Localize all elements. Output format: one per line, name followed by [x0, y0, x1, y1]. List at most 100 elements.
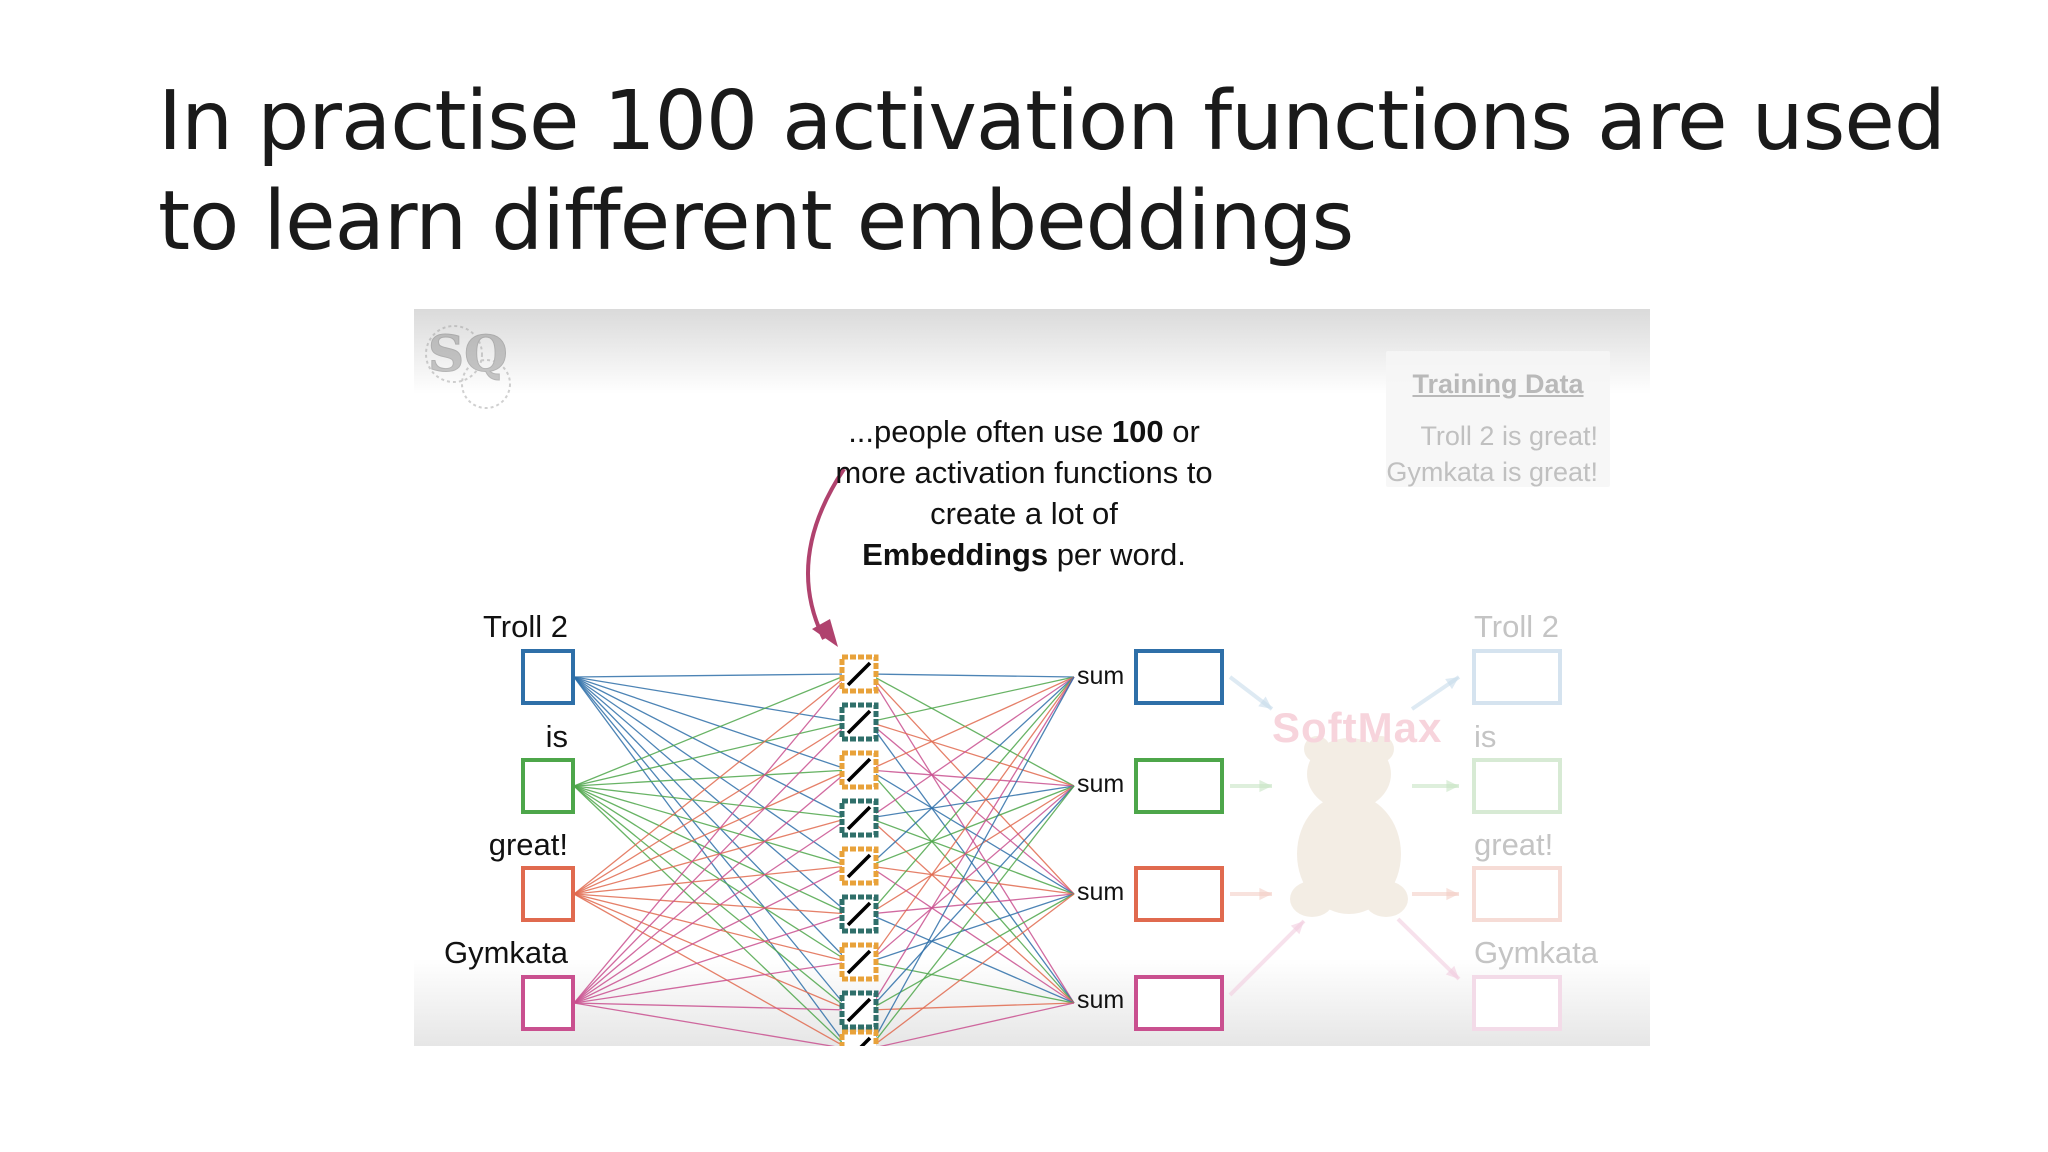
edge-in-1-act-0 — [573, 673, 850, 787]
edge-act-4-sum-0 — [868, 676, 1075, 867]
activation-symbol-1 — [846, 661, 872, 687]
sum-label-4: sum — [1077, 986, 1125, 1014]
sum-box-4 — [1134, 975, 1224, 1031]
sum-label-1: sum — [1077, 662, 1125, 690]
output-label-gymkata: Gymkata — [1474, 935, 1599, 970]
softmax-out-arrow-3-head — [1446, 887, 1459, 901]
edge-in-2-act-1 — [573, 721, 850, 895]
edge-in-3-act-5 — [573, 913, 850, 1004]
input-node-4 — [521, 975, 575, 1031]
edge-in-0-act-7 — [573, 676, 850, 1011]
activation-symbol-3 — [846, 757, 872, 783]
edge-in-0-act-2 — [573, 676, 850, 771]
edge-in-0-act-6 — [573, 676, 850, 963]
edge-in-0-act-4 — [573, 676, 850, 867]
softmax-label: SoftMax — [1272, 704, 1443, 751]
output-box-3 — [1472, 866, 1562, 922]
edge-in-3-act-4 — [573, 865, 850, 1004]
callout-part-1: ...people often use — [848, 414, 1112, 449]
edge-act-3-sum-0 — [868, 676, 1075, 819]
edge-act-8-sum-1 — [870, 785, 1075, 1046]
activation-symbol-9 — [859, 1036, 872, 1046]
edge-in-2-act-4 — [573, 865, 850, 895]
edge-in-1-act-6 — [573, 785, 850, 963]
input-node-2 — [521, 758, 575, 814]
edge-act-5-sum-3 — [868, 913, 1075, 1004]
edge-act-4-sum-1 — [868, 785, 1075, 867]
title-line-1: In practise 100 activation functions are… — [158, 74, 1946, 169]
edge-act-1-sum-1 — [868, 721, 1075, 787]
edge-act-5-sum-2 — [868, 893, 1075, 915]
activation-symbol-4 — [846, 805, 872, 831]
edge-in-0-act-5 — [573, 676, 850, 915]
slide-title: In practise 100 activation functions are… — [158, 72, 1958, 272]
input-label-great: great! — [488, 827, 568, 862]
teddy-bear-part-3 — [1290, 881, 1334, 917]
sum-box-2 — [1134, 758, 1224, 814]
edge-act-5-sum-0 — [868, 676, 1075, 915]
edge-act-5-sum-1 — [868, 785, 1075, 915]
callout-bold-embeddings: Embeddings — [862, 537, 1049, 572]
edge-act-7-sum-3 — [868, 1002, 1075, 1011]
edge-act-6-sum-1 — [868, 785, 1075, 963]
edge-in-3-act-3 — [573, 817, 850, 1004]
edge-act-0-sum-3 — [868, 673, 1075, 1004]
callout-bold-100: 100 — [1111, 414, 1164, 449]
edge-act-6-sum-0 — [868, 676, 1075, 963]
teddy-bear-part-5 — [1304, 736, 1330, 762]
input-label-gymkata: Gymkata — [443, 935, 568, 970]
edge-in-3-act-1 — [573, 721, 850, 1004]
softmax-out-arrow-1-head — [1445, 677, 1459, 690]
edge-act-3-sum-2 — [868, 817, 1075, 895]
softmax-out-arrow-4-head — [1445, 965, 1459, 979]
edge-act-8-sum-2 — [871, 893, 1075, 1046]
activation-symbol-5 — [846, 853, 872, 879]
edge-act-0-sum-1 — [868, 673, 1075, 787]
edge-in-1-act-8 — [573, 785, 847, 1046]
edge-in-3-act-8 — [573, 1002, 836, 1046]
edge-in-2-act-5 — [573, 893, 850, 915]
edge-act-1-sum-2 — [868, 721, 1075, 895]
network-edges — [573, 673, 1075, 1046]
teddy-bear-part-1 — [1307, 738, 1391, 810]
edge-act-3-sum-1 — [868, 785, 1075, 819]
output-label-is: is — [1474, 719, 1497, 754]
softmax-in-arrow-2-head — [1259, 779, 1272, 793]
video-frame: SQ ...people often use 100 or more activ… — [414, 309, 1650, 1046]
edge-act-7-sum-0 — [868, 676, 1075, 1011]
activation-node-6 — [839, 894, 879, 934]
callout-part-2: or more activation functions to create a… — [835, 414, 1213, 531]
edge-in-1-act-2 — [573, 769, 850, 787]
logo-text: SQ — [428, 324, 508, 383]
edge-act-2-sum-3 — [868, 769, 1075, 1004]
edge-act-3-sum-3 — [868, 817, 1075, 1004]
input-label-is: is — [545, 719, 568, 754]
edge-in-2-act-6 — [573, 893, 850, 963]
sum-box-1 — [1134, 649, 1224, 705]
edge-act-6-sum-3 — [868, 961, 1075, 1004]
edge-act-0-sum-2 — [868, 673, 1075, 895]
input-node-1 — [521, 649, 575, 705]
output-label-great: great! — [1474, 827, 1554, 862]
training-data-line-2: Gymkata is great! — [1386, 457, 1598, 487]
edge-act-8-sum-0 — [869, 676, 1075, 1046]
edge-act-1-sum-0 — [868, 676, 1075, 723]
edge-act-4-sum-2 — [868, 865, 1075, 895]
callout-arrowhead — [812, 619, 838, 647]
edge-act-6-sum-2 — [868, 893, 1075, 963]
edge-in-2-act-3 — [573, 817, 850, 895]
training-data-title: Training Data — [1412, 369, 1584, 399]
network-diagram: SQ — [425, 324, 1562, 1046]
input-node-3 — [521, 866, 575, 922]
edge-act-2-sum-2 — [868, 769, 1075, 895]
activation-node-5 — [839, 846, 879, 886]
edge-in-0-act-0 — [573, 673, 850, 678]
output-box-2 — [1472, 758, 1562, 814]
title-line-2: to learn different embeddings — [158, 174, 1354, 269]
softmax-in-arrow-4-head — [1290, 921, 1304, 935]
edge-in-3-act-0 — [573, 673, 850, 1004]
edge-in-2-act-2 — [573, 769, 850, 895]
statquest-logo: SQ — [425, 324, 511, 409]
sum-label-2: sum — [1077, 770, 1125, 798]
activation-symbol-8 — [846, 997, 872, 1023]
